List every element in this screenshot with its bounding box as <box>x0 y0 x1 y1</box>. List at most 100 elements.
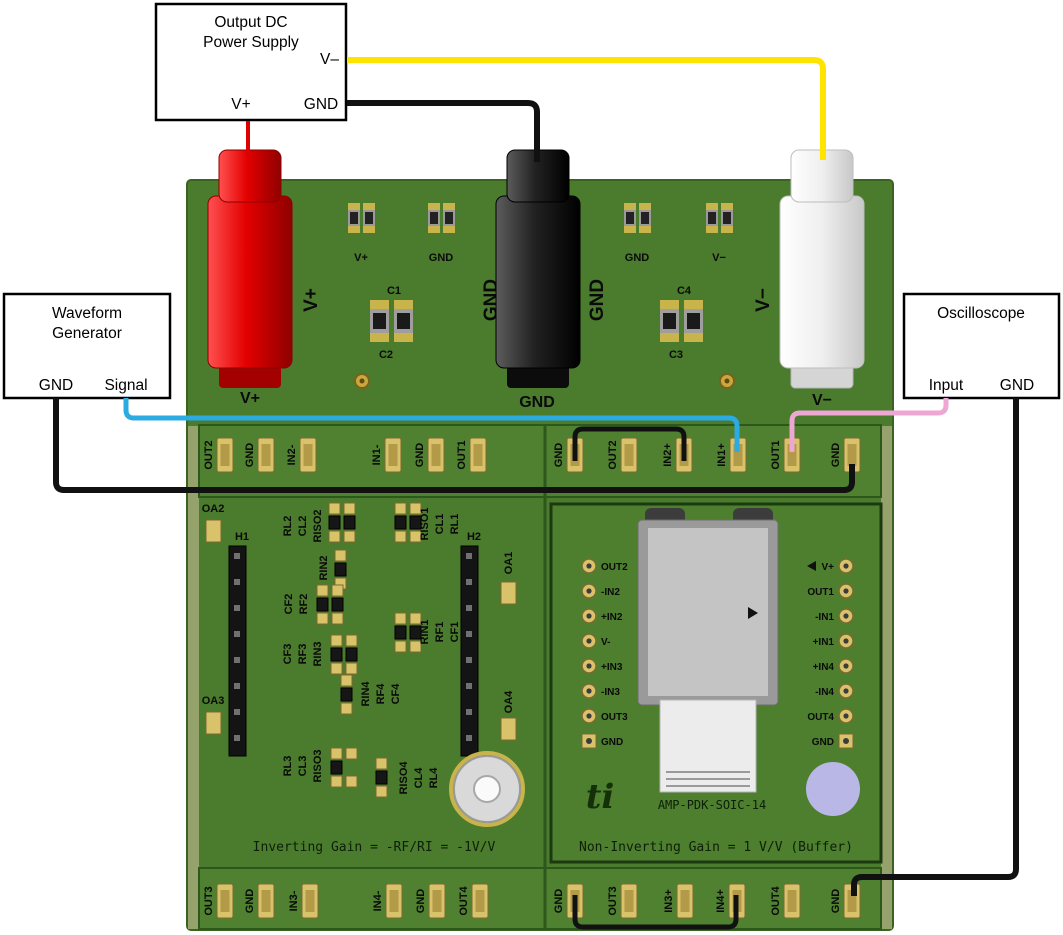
pin-label: -IN4 <box>815 687 834 698</box>
noninverting-caption: Non-Inverting Gain = 1 V/V (Buffer) <box>579 840 853 855</box>
pin-pad <box>581 583 597 599</box>
pin-pad <box>838 708 854 724</box>
refdes: RF2 <box>298 594 310 615</box>
pin-pad <box>581 683 597 699</box>
box-title: Power Supply <box>203 34 299 51</box>
box-title: Output DC <box>214 14 287 31</box>
pin-hole <box>586 738 592 744</box>
pin1-marker-icon <box>807 561 816 571</box>
pin-label: +IN3 <box>601 662 623 673</box>
pad <box>343 502 356 515</box>
box-outline <box>2 292 172 400</box>
pad <box>783 883 801 919</box>
pad-label: IN1- <box>371 444 383 465</box>
pad-label: GND <box>553 443 565 468</box>
oa4-label: OA4 <box>503 690 515 714</box>
power-supply-box: Output DC Power Supply V– V+ GND <box>154 2 348 122</box>
pad <box>394 502 407 515</box>
pad-label: OUT3 <box>203 886 215 915</box>
ti-logo: ti <box>586 777 615 817</box>
board-edge-right <box>881 426 892 929</box>
pad <box>394 640 407 653</box>
pad <box>471 883 489 919</box>
pad <box>394 530 407 543</box>
refdes: CL2 <box>297 516 309 537</box>
header-pin <box>234 709 240 715</box>
smd-cap <box>684 300 703 342</box>
washer-hole <box>473 775 501 803</box>
jack-label-vminus: V− <box>812 392 832 409</box>
pin-label: OUT3 <box>601 712 628 723</box>
pad-label: IN4- <box>372 890 384 911</box>
smd-resistor <box>428 203 440 233</box>
pad <box>427 437 445 473</box>
pin-pad <box>581 658 597 674</box>
pad <box>676 883 694 919</box>
refdes: RISO1 <box>419 507 431 540</box>
pad <box>257 883 275 919</box>
pad-label: GND <box>830 443 842 468</box>
header-pin <box>234 631 240 637</box>
refdes: CL3 <box>297 756 309 777</box>
chip <box>343 515 356 530</box>
mid-row-right: GND OUT2 IN2+ IN1+ OUT1 GND <box>553 437 861 473</box>
jumper-gnd-in4plus <box>572 895 739 930</box>
smd-resistor <box>443 203 455 233</box>
pad-label: OUT1 <box>456 440 468 469</box>
socket-lever <box>659 699 757 793</box>
pad <box>345 747 358 760</box>
refdes: CF2 <box>283 594 295 615</box>
pin-pad <box>581 708 597 724</box>
pad <box>345 775 358 788</box>
chip <box>394 515 407 530</box>
box-title: Oscilloscope <box>937 305 1025 322</box>
pin-hole <box>843 738 849 744</box>
pad-label: OUT4 <box>458 885 470 915</box>
pin-pad <box>838 658 854 674</box>
header-pin <box>466 605 472 611</box>
header-pin <box>466 683 472 689</box>
pin-label: -IN3 <box>601 687 620 698</box>
pad <box>330 775 343 788</box>
pad <box>334 549 347 562</box>
header-pin <box>234 553 240 559</box>
smd-resistor <box>624 203 636 233</box>
pin-label: GND <box>812 737 834 748</box>
wire-psu-gnd-black <box>347 100 540 162</box>
pad-label: OUT2 <box>203 440 215 469</box>
pin-pad <box>838 633 854 649</box>
refdes: RL1 <box>449 514 461 535</box>
oa2-label: OA2 <box>202 503 225 515</box>
pad <box>299 437 317 473</box>
pin-label: V- <box>601 637 610 648</box>
chip <box>330 647 343 662</box>
mid-row-left: OUT2 GND IN2- IN1- GND OUT1 <box>203 437 487 473</box>
header-pin <box>466 631 472 637</box>
pin-label: +IN1 <box>813 637 835 648</box>
refdes: RIN3 <box>312 641 324 666</box>
header-pin <box>234 657 240 663</box>
header-pin <box>466 735 472 741</box>
wire-vminus-yellow <box>347 57 826 160</box>
decoupling-caps: C1 C2 C4 C3 <box>370 285 703 361</box>
pad <box>330 662 343 675</box>
pad-label: OUT3 <box>607 886 619 915</box>
terminal-vplus: V+ <box>231 96 250 113</box>
refdes: RISO2 <box>312 509 324 542</box>
waveform-generator-box: Waveform Generator GND Signal <box>2 292 172 400</box>
terminal-gnd: GND <box>304 96 338 113</box>
refdes: RL2 <box>282 516 294 537</box>
oscilloscope-box: Oscilloscope Input GND <box>902 292 1061 400</box>
pad <box>385 883 403 919</box>
pad <box>620 437 638 473</box>
chip <box>334 562 347 577</box>
chip <box>340 687 353 702</box>
silk-vplus: V+ <box>301 288 322 312</box>
banana-jack-gnd <box>495 149 581 388</box>
smd-cap <box>394 300 413 342</box>
jack-body <box>779 195 865 369</box>
pad <box>316 612 329 625</box>
jack-body <box>207 195 293 369</box>
refdes: RIN1 <box>419 619 431 644</box>
header-pin <box>466 657 472 663</box>
